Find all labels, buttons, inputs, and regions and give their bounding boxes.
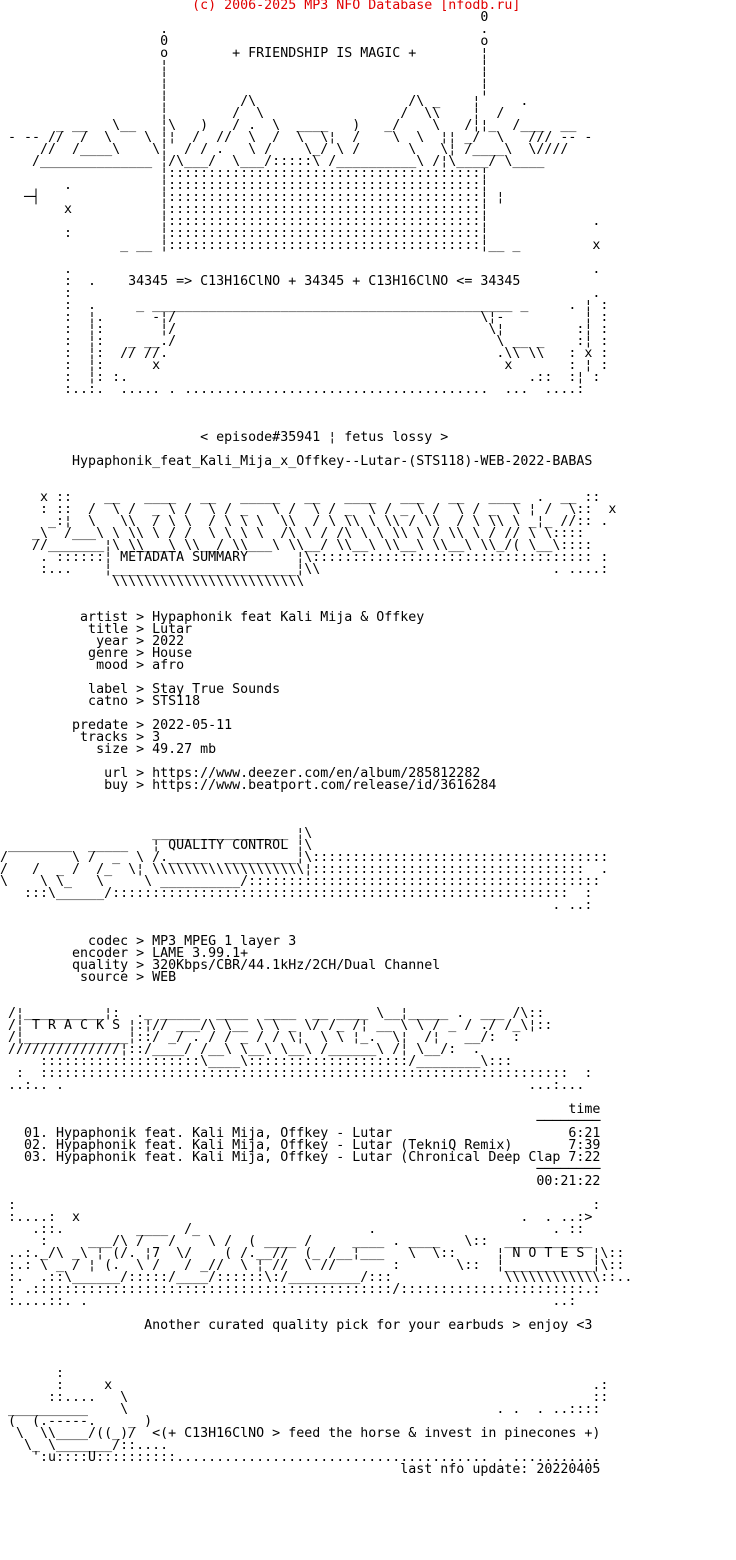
tracks-banner-art: /¦__________¦: ._ _____ ____ ____ __ ___…: [8, 1006, 593, 1093]
quality-fields: codec > MP3 MPEG 1 layer 3 encoder > LAM…: [72, 934, 441, 985]
castle-ascii-art: 0 . . 0 o o + FRIENDSHIP IS MAGIC + ¦: [8, 10, 609, 397]
notes-banner-art: : : :....: x . . ..:> .::. ____ /_ .: [8, 1198, 633, 1309]
quality-banner-art: _________________ ¦\ ________ _____ ¦ QU…: [0, 826, 609, 913]
notes-message: Another curated quality pick for your ea…: [144, 1318, 593, 1333]
tracklist: time ──────── 01. Hypaphonik feat. Kali …: [24, 1102, 601, 1189]
release-name: Hypaphonik_feat_Kali_Mija_x_Offkey--Luta…: [72, 454, 593, 469]
metadata-fields: artist > Hypaphonik feat Kali Mija & Off…: [72, 610, 497, 793]
metadata-banner-art: x :: __ ____ __ _____ __ ____ ___ __ ___…: [32, 490, 617, 589]
copyright-line: (c) 2006-2025 MP3 NFO Database [nfodb.ru…: [0, 0, 521, 13]
nfo-update-line: last nfo update: 20220405: [400, 1462, 601, 1477]
horse-ascii-art: : : x .: ::.... \ :: __________ \: [8, 1366, 609, 1465]
episode-line: < episode#35941 ¦ fetus lossy >: [200, 430, 449, 445]
